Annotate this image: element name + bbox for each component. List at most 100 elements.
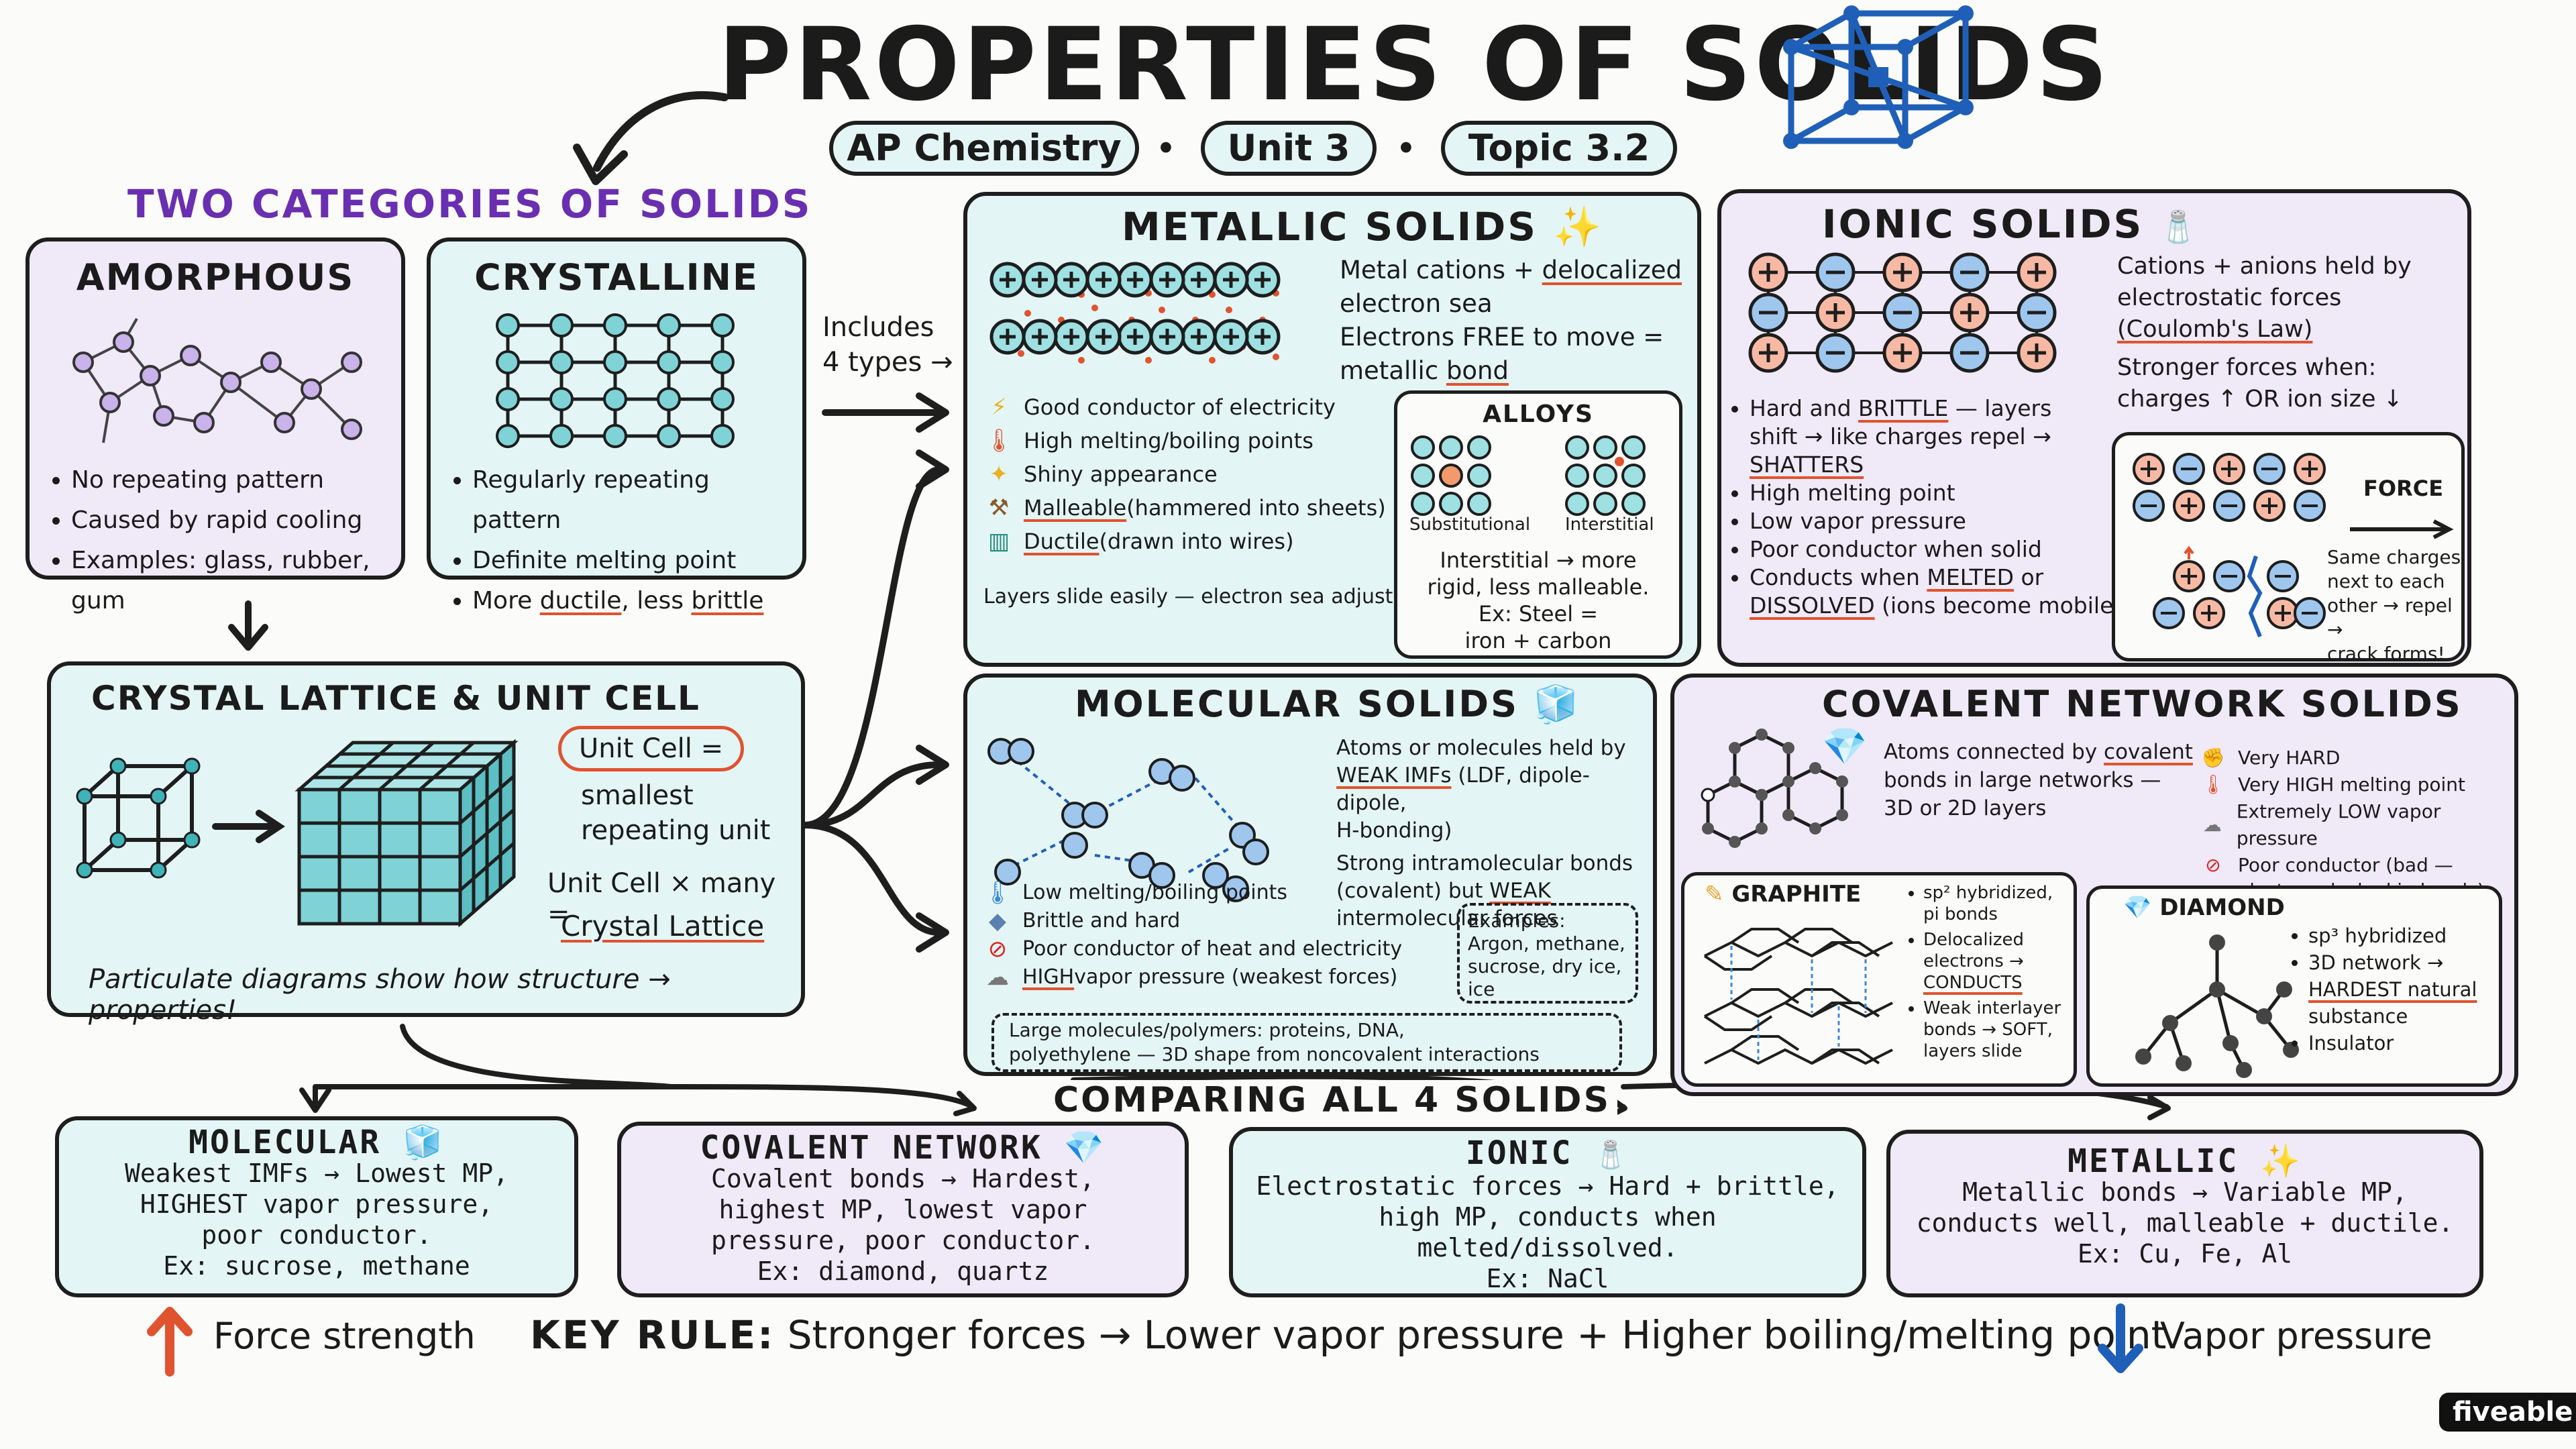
compare-line: poor conductor. [201, 1220, 432, 1250]
title-arrow [573, 91, 729, 185]
compare-title: METALLIC ✨ [2068, 1142, 2302, 1180]
compare-line: Ex: Cu, Fe, Al [2077, 1239, 2293, 1269]
molecular-property: ◆Brittle and hard [982, 907, 1402, 935]
thermometer-icon: 🌡 [983, 879, 1012, 906]
key-rule: KEY RULE: Stronger forces → Lower vapor … [530, 1312, 2166, 1358]
compare-card-metallic: METALLIC ✨ Metallic bonds → Variable MP,… [1886, 1130, 2483, 1297]
covalent-title: COVALENT NETWORK SOLIDS 💎 [1822, 683, 2463, 767]
compare-line: pressure, poor conductor. [711, 1226, 1095, 1255]
diamond-bullets: sp³ hybridized 3D network →HARDEST natur… [2291, 922, 2503, 1057]
amorphous-structure [72, 318, 362, 443]
categories-heading: TWO CATEGORIES OF SOLIDS [127, 181, 812, 227]
cloud-icon: ☁ [986, 964, 1009, 991]
graphite-title: ✎ GRAPHITE [1705, 881, 1862, 908]
compare-line: Electrostatic forces → Hard + brittle, [1256, 1171, 1839, 1201]
diamond-structure [2135, 934, 2299, 1078]
amorphous-bullets: No repeating pattern Caused by rapid coo… [44, 460, 401, 621]
salt-shaker-icon: 🧂 [2159, 209, 2200, 245]
crystalline-card: CRYSTALLINE Regularly repeating pattern … [427, 237, 806, 614]
hammer-icon: ⚒ [988, 494, 1010, 521]
compare-title: IONIC 🧂 [1465, 1134, 1630, 1172]
molecular-properties: 🌡Low melting/boiling points ◆Brittle and… [982, 879, 1402, 991]
sparkle-icon: ✦ [989, 461, 1009, 488]
amorphous-bullet: Caused by rapid cooling [71, 500, 401, 541]
crystalline-grid [496, 313, 735, 448]
alloys-title: ALLOYS [1483, 400, 1594, 428]
unit-cell-label: Unit Cell = [558, 726, 745, 771]
compare-card-ionic: IONIC 🧂 Electrostatic forces → Hard + br… [1229, 1127, 1866, 1297]
lattice-footer: Particulate diagrams show how structure … [89, 964, 671, 1026]
compare-line: Covalent bonds → Hardest, [711, 1164, 1095, 1193]
force-strength-label: Force strength [213, 1315, 476, 1357]
covalent-properties: ✊Very HARD 🌡Very HIGH melting point ☁Ext… [2198, 745, 2514, 903]
sparkle-icon: ✨ [2260, 1142, 2302, 1180]
muscle-icon: ✊ [2201, 747, 2225, 769]
graphite-card: ✎ GRAPHITE sp² hybridized,pi bonds Deloc… [1681, 872, 2077, 1087]
ice-cube-icon: 🧊 [1533, 683, 1581, 725]
metallic-card: METALLIC SOLIDS ✨ Metal cations + deloca… [963, 192, 1701, 667]
compare-line: Ex: diamond, quartz [757, 1256, 1049, 1286]
pill-ap-chemistry: AP Chemistry [829, 121, 1139, 176]
molecular-card: MOLECULAR SOLIDS 🧊 Atoms or molecules he… [963, 674, 1657, 1076]
compare-title: MOLECULAR 🧊 [189, 1124, 445, 1161]
amorphous-card: AMORPHOUS No repeating pattern Caused by… [25, 237, 405, 614]
metallic-properties: ⚡Good conductor of electricity 🌡High mel… [983, 390, 1386, 558]
covalent-property: ⊘Poor conductor (bad — [2198, 852, 2514, 879]
covalent-property: 🌡Very HIGH melting point [2198, 771, 2514, 798]
crystalline-bullet: Definite melting point [472, 541, 802, 581]
compare-line: Ex: sucrose, methane [163, 1251, 470, 1281]
pill-separator: • [1395, 127, 1417, 170]
compare-card-covalent: COVALENT NETWORK 💎 Covalent bonds → Hard… [617, 1122, 1189, 1297]
amorphous-bullet: No repeating pattern [71, 460, 401, 500]
lightning-icon: ⚡ [991, 394, 1007, 421]
thermometer-icon: 🌡 [2201, 773, 2225, 796]
compare-line: melted/dissolved. [1417, 1233, 1678, 1263]
graphite-layers [1703, 928, 1893, 1065]
no-symbol-icon: ⊘ [987, 936, 1008, 963]
molecular-property: ☁HIGH vapor pressure (weakest forces) [982, 963, 1402, 991]
compare-line: HIGHEST vapor pressure, [140, 1189, 494, 1219]
crystal-lattice-label: Crystal Lattice [561, 910, 765, 943]
metallic-property: ⚡Good conductor of electricity [983, 390, 1386, 424]
crystalline-bullet: More ductile, less brittle [472, 581, 802, 621]
compare-line: high MP, conducts when [1379, 1202, 1717, 1232]
crystalline-title: CRYSTALLINE [474, 256, 759, 299]
diamond-icon: 💎 [2123, 894, 2152, 921]
lattice-card: CRYSTAL LATTICE & UNIT CELL Unit Cell = … [47, 661, 805, 1026]
lattice-title: CRYSTAL LATTICE & UNIT CELL [91, 679, 700, 718]
ionic-bullet: Poor conductor when solid [1750, 535, 2125, 564]
ionic-title: IONIC SOLIDS 🧂 [1822, 201, 2200, 247]
ionic-bullet: High melting point [1750, 479, 2125, 507]
pill-topic: Topic 3.2 [1441, 121, 1677, 176]
down-arrow-icon [2098, 1303, 2143, 1373]
metallic-property: ▥Ductile (drawn into wires) [983, 525, 1386, 558]
key-rule-label: KEY RULE: [530, 1312, 775, 1358]
molecular-property: 🌡Low melting/boiling points [983, 879, 1288, 906]
fiveable-logo: fiveable [2439, 1393, 2576, 1432]
unit-cell-icon [76, 757, 201, 879]
compare-title: COVALENT NETWORK 💎 [700, 1129, 1106, 1167]
amorphous-title: AMORPHOUS [76, 256, 355, 299]
up-arrow-icon [147, 1307, 193, 1377]
key-rule-text: Stronger forces → Lower vapor pressure +… [787, 1312, 2167, 1358]
arrow-right-icon [212, 810, 286, 843]
force-arrow [2350, 519, 2454, 539]
shatter-diagram [2133, 453, 2326, 638]
force-label: FORCE [2363, 476, 2444, 501]
diamond-title: 💎 DIAMOND [2123, 894, 2285, 921]
crystalline-bullets: Regularly repeating pattern Definite mel… [445, 460, 802, 621]
alloy-diagrams [1411, 435, 1646, 516]
diamond-icon: 💎 [1822, 725, 1870, 767]
pencil-icon: ✎ [1705, 881, 1724, 908]
salt-shaker-icon: 🧂 [1594, 1140, 1630, 1171]
